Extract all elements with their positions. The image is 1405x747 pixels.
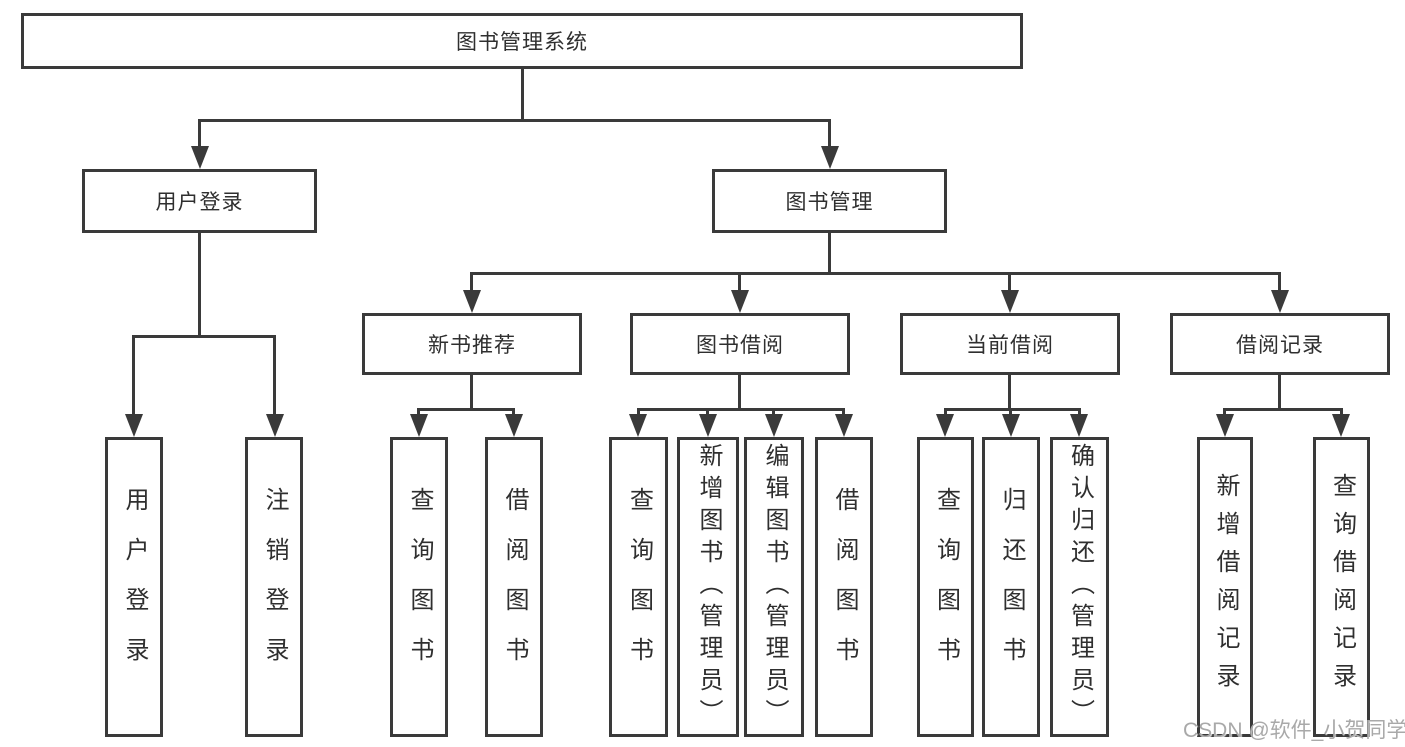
arrow-down-icon [936,414,954,437]
connector-line [1008,272,1011,292]
node-label: 借阅图书 [831,487,858,687]
node-label: 用户登录 [121,487,148,687]
arrow-down-icon [821,146,839,169]
connector-line [772,408,775,418]
node-label: 当前借阅 [966,334,1054,357]
node-leaf-return-books: 归还图书 [982,437,1040,737]
node-label: 查询借阅记录 [1328,473,1356,701]
connector-line [828,233,831,274]
node-current-borrowing: 当前借阅 [900,313,1120,375]
connector-line [512,408,515,418]
connector-line [637,408,845,411]
connector-line [1278,272,1281,292]
connector-line [198,119,201,147]
node-label: 图书管理系统 [456,31,588,54]
node-label: 新书推荐 [428,334,516,357]
node-leaf-add-borrow-record: 新增借阅记录 [1197,437,1253,737]
node-leaf-query-borrow-record: 查询借阅记录 [1313,437,1370,737]
connector-line [470,272,1281,275]
node-leaf-borrow-books-recommend: 借阅图书 [485,437,543,737]
connector-line [1009,408,1012,418]
arrow-down-icon [125,414,143,437]
arrow-down-icon [266,414,284,437]
arrow-down-icon [629,414,647,437]
arrow-down-icon [1332,414,1350,437]
node-label: 新增图书（管理员） [695,443,722,731]
node-leaf-query-books-recommend: 查询图书 [390,437,448,737]
node-label: 用户登录 [155,191,244,214]
node-label: 归还图书 [998,487,1025,687]
node-leaf-add-books-admin: 新增图书（管理员） [677,437,739,737]
node-label: 查询图书 [625,487,653,687]
connector-line [637,408,640,418]
node-library-management-system: 图书管理系统 [21,13,1023,69]
connector-line [417,408,515,411]
arrow-down-icon [463,290,481,313]
arrow-down-icon [699,414,717,437]
arrow-down-icon [1001,290,1019,313]
connector-line [132,335,276,338]
node-label: 借阅图书 [501,487,528,687]
connector-line [198,119,831,122]
connector-line [944,408,1081,411]
arrow-down-icon [835,414,853,437]
connector-line [417,408,420,418]
node-leaf-query-books-current: 查询图书 [917,437,974,737]
node-leaf-borrow-books-borrowing: 借阅图书 [815,437,873,737]
node-label: 确认归还（管理员） [1066,443,1094,731]
node-leaf-logout: 注销登录 [245,437,303,737]
node-leaf-user-login: 用户登录 [105,437,163,737]
arrow-down-icon [191,146,209,169]
connector-line [1008,375,1011,411]
connector-line [706,408,709,418]
connector-line [842,408,845,418]
connector-line [738,375,741,411]
node-borrowing-records: 借阅记录 [1170,313,1390,375]
node-label: 查询图书 [932,487,960,687]
connector-line [1078,408,1081,418]
connector-line [470,272,473,292]
connector-line [738,272,741,292]
connector-line [198,233,201,337]
arrow-down-icon [410,414,428,437]
arrow-down-icon [1216,414,1234,437]
connector-line [521,69,524,121]
connector-line [944,408,947,418]
node-leaf-edit-books-admin: 编辑图书（管理员） [744,437,804,737]
connector-line [1223,408,1226,418]
node-label: 借阅记录 [1236,334,1324,357]
arrow-down-icon [731,290,749,313]
node-new-book-recommend: 新书推荐 [362,313,582,375]
node-label: 编辑图书（管理员） [761,443,788,731]
node-leaf-confirm-return-admin: 确认归还（管理员） [1050,437,1109,737]
arrow-down-icon [1271,290,1289,313]
arrow-down-icon [1070,414,1088,437]
node-user-login: 用户登录 [82,169,317,233]
node-label: 查询图书 [406,487,433,687]
arrow-down-icon [1002,414,1020,437]
connector-line [273,335,276,416]
node-label: 图书借阅 [696,334,784,357]
connector-line [1278,375,1281,411]
connector-line [470,375,473,411]
node-label: 新增借阅记录 [1212,473,1239,701]
connector-line [132,335,135,416]
node-leaf-query-books-borrowing: 查询图书 [609,437,668,737]
node-label: 注销登录 [261,487,288,687]
arrow-down-icon [505,414,523,437]
csdn-watermark: CSDN @软件_小贺同学 [1183,719,1405,742]
connector-line [828,119,831,147]
node-label: 图书管理 [785,191,874,214]
connector-line [1223,408,1343,411]
arrow-down-icon [765,414,783,437]
connector-line [1340,408,1343,418]
node-book-management: 图书管理 [712,169,947,233]
node-book-borrowing: 图书借阅 [630,313,850,375]
